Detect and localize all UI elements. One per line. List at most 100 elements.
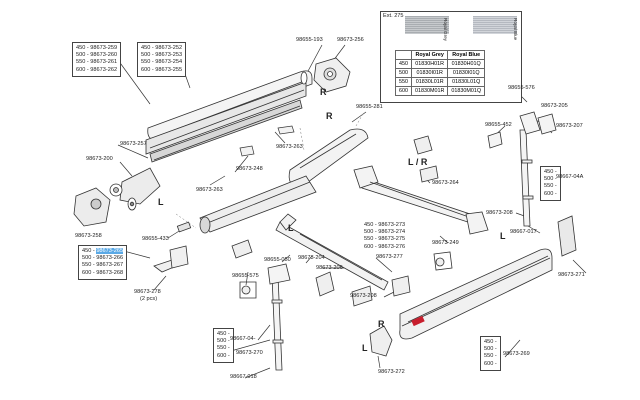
callout-line: 600 - 98673-268 (82, 269, 124, 276)
highlighted-part: 98673-265 (96, 248, 124, 254)
callout-top-left-1: 450 - 98673-259 500 - 98673-260 550 - 98… (72, 42, 122, 77)
callout-line: 600 - (544, 190, 557, 197)
ext-color-table: Ext. 275 Royal Grey Royal Blue Royal Gre… (380, 11, 522, 103)
part-label: 98655-193 (296, 37, 323, 43)
swatch-blue (473, 16, 517, 34)
part-label: 98667-04- (230, 336, 256, 342)
table-row: 600 01830M01R 01830M01Q (395, 86, 486, 96)
callout-line: 600 - 98673-255 (141, 66, 183, 73)
callout-mid-left: 450 - 98673-265 500 - 98673-266 550 - 98… (78, 245, 128, 280)
callout-line: 600 - (217, 352, 230, 359)
callout-right-mid: 450 - 500 - 550 - 600 - (540, 166, 561, 201)
part-label: 98673-278 (134, 289, 161, 295)
ext-part-table: Royal Grey Royal Blue 450 01830H01R 0183… (395, 50, 486, 96)
callout-line: 550 - (484, 353, 497, 360)
callout-line: 500 - 98673-260 (76, 52, 118, 59)
callout-line: 500 - (484, 346, 497, 353)
table-header-row: Royal Grey Royal Blue (395, 50, 486, 60)
callout-line: 450 - 98673-252 (141, 45, 183, 51)
callout-line: 450 - (544, 169, 557, 175)
callout-bottom-right: 450 - 500 - 550 - 600 - (480, 336, 501, 371)
part-label: 98655-050 (264, 257, 291, 263)
side-mark: L (288, 223, 294, 233)
part-label: 98655-576 (508, 85, 535, 91)
part-label: 98673-277 (376, 254, 403, 260)
callout-line: 450 - 98673-265 (82, 248, 124, 254)
callout-line: 550 - 98673-275 (364, 236, 406, 243)
table-cell: 01830L01R (410, 77, 449, 87)
callout-line: 450 - (484, 339, 497, 345)
part-label: 98667-018 (230, 374, 257, 380)
side-mark: L (158, 197, 164, 207)
side-mark: R (320, 87, 327, 97)
part-label: 98655-281 (356, 104, 383, 110)
table-cell: 500 (395, 68, 412, 78)
table-cell: 01830I01R (410, 68, 449, 78)
part-label: 98673-249 (432, 240, 459, 246)
table-cell: 01830H01R (410, 59, 449, 69)
callout-line: 450 - 98673-259 (76, 45, 118, 51)
part-label: 98655-452 (485, 122, 512, 128)
side-mark: R (378, 319, 385, 329)
part-label: 98655-575 (232, 273, 259, 279)
side-mark: L / R (408, 157, 428, 167)
side-mark: L (500, 231, 506, 241)
table-header: Royal Grey (410, 50, 449, 60)
side-mark: L (362, 343, 368, 353)
table-cell: 550 (395, 77, 412, 87)
table-cell: 01830M01Q (447, 86, 486, 96)
callout-line: 500 - 98673-253 (141, 52, 183, 59)
callout-line: 500 - 98673-266 (82, 255, 124, 262)
swatch-grey-label: Royal Grey (443, 18, 448, 41)
callout-line: 550 - 98673-254 (141, 59, 183, 66)
callout-center-list: 450 - 98673-273 500 - 98673-274 550 - 98… (364, 222, 405, 251)
part-label: 98673-263 (196, 187, 223, 193)
table-cell: 01830L01Q (447, 77, 486, 87)
callout-line: 550 - (217, 345, 230, 352)
part-label: 98655-433 (142, 236, 169, 242)
part-label: 98673-258 (75, 233, 102, 239)
part-label: 98673-208 (486, 210, 513, 216)
callout-line: 450 - 98673-273 (364, 222, 406, 228)
side-mark: R (326, 111, 333, 121)
part-label: 98673-264 (432, 180, 459, 186)
table-cell: 450 (395, 59, 412, 69)
swatch-grey (405, 16, 449, 34)
table-cell: 01830I01Q (447, 68, 486, 78)
part-label: 98673-256 (337, 37, 364, 43)
part-label: 98673-200 (86, 156, 113, 162)
part-label: 98667-04A (556, 174, 584, 180)
part-label: (2 pcs) (140, 296, 158, 302)
callout-line: 500 - (217, 338, 230, 345)
part-label: 98673-204 (298, 255, 325, 261)
table-cell: 01830H01Q (447, 59, 486, 69)
table-row: 500 01830I01R 01830I01Q (395, 68, 486, 78)
table-cell: 01830M01R (410, 86, 449, 96)
part-label: 98667-017 (510, 229, 537, 235)
callout-top-left-2: 450 - 98673-252 500 - 98673-253 550 - 98… (137, 42, 187, 77)
callout-line: 550 - 98673-261 (76, 59, 118, 66)
table-header: Royal Blue (447, 50, 486, 60)
part-label: 98673-207 (556, 123, 583, 129)
ext-label: Ext. 275 (383, 13, 404, 19)
part-label: 98673-272 (378, 369, 405, 375)
callout-line: 550 - (544, 183, 557, 190)
swatch-blue-label: Royal Blue (513, 18, 518, 41)
part-label: 98673-205 (541, 103, 568, 109)
callout-line: 450 - (217, 331, 230, 337)
part-label: 98673-208 (350, 293, 377, 299)
callout-bottom-mid-left: 450 - 500 - 550 - 600 - (213, 328, 234, 363)
callout-line: 600 - (484, 360, 497, 367)
part-label: 98673-270 (236, 350, 263, 356)
part-label: 98673-206 (316, 265, 343, 271)
table-cell: 600 (395, 86, 412, 96)
part-label: 98673-269 (503, 351, 530, 357)
table-row: 450 01830H01R 01830H01Q (395, 59, 486, 69)
table-row: 550 01830L01R 01830L01Q (395, 77, 486, 87)
table-header (395, 50, 412, 60)
part-label: 98673-271 (558, 272, 585, 278)
part-label: 98673-257 (120, 141, 147, 147)
callout-line: 600 - 98673-276 (364, 243, 406, 250)
callout-line: 600 - 98673-262 (76, 66, 118, 73)
